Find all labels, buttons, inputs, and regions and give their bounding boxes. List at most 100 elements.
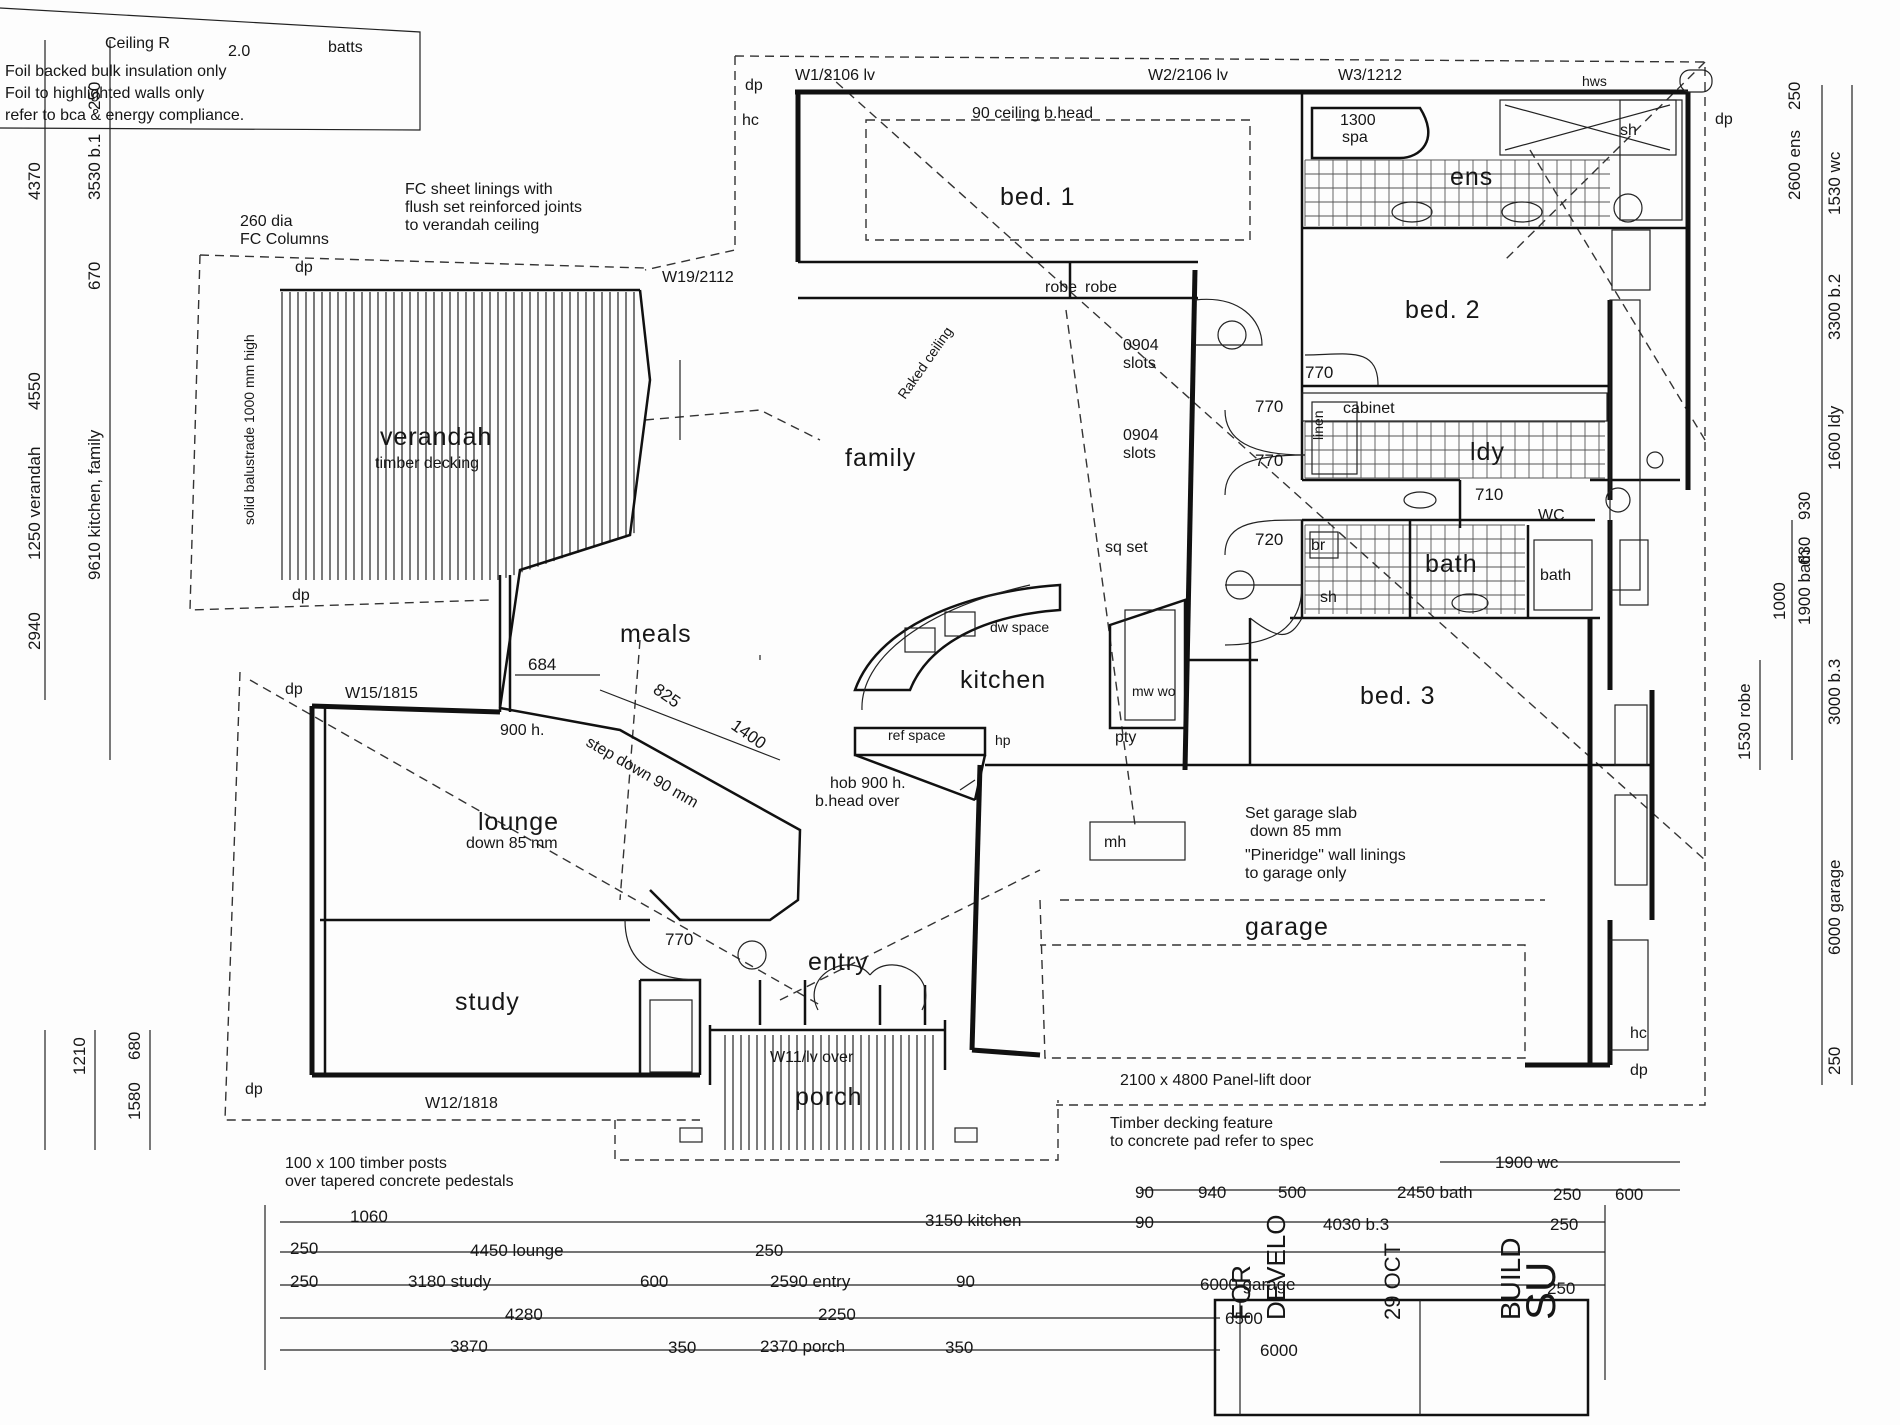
downpipe-7: dp xyxy=(1630,1062,1648,1079)
dim-2590-entry: 2590 entry xyxy=(770,1272,851,1291)
porch-decking-hatch xyxy=(724,1035,934,1150)
window-w11: W11/lv over xyxy=(770,1049,854,1066)
room-verandah: verandah xyxy=(380,423,492,451)
spa-size-label: 1300 xyxy=(1340,112,1376,129)
dim-3180-study: 3180 study xyxy=(408,1272,492,1291)
dim-l-1580: 1580 xyxy=(125,1082,144,1120)
dim-l-9610: 9610 kitchen, family xyxy=(85,429,104,580)
garage-note-4: to garage only xyxy=(1245,865,1346,882)
room-bed-2: bed. 2 xyxy=(1405,296,1481,324)
ceiling-bulkhead-note: 90 ceiling b.head xyxy=(972,105,1093,122)
window-w1: W1/2106 lv xyxy=(795,67,875,84)
dim-6000-garage: 6000 garage xyxy=(1200,1275,1295,1294)
window-w19: W19/2112 xyxy=(662,269,734,286)
dim-770-bed2: 770 xyxy=(1305,363,1333,382)
hot-water-system-label: hws xyxy=(1582,73,1607,89)
room-study: study xyxy=(455,988,520,1016)
dim-r-6000-garage: 6000 garage xyxy=(1825,860,1844,955)
kitchen-island xyxy=(853,583,1062,711)
dim-l-4370: 4370 xyxy=(25,162,44,200)
room-kitchen: kitchen xyxy=(960,666,1046,694)
window-w12: W12/1818 xyxy=(425,1095,498,1112)
lounge-level-note: down 85 mm xyxy=(466,835,558,852)
dim-770-linen-1: 770 xyxy=(1255,397,1283,416)
garage-note-1: Set garage slab xyxy=(1245,805,1357,822)
dim-600-a: 600 xyxy=(640,1272,668,1291)
downpipe-6: dp xyxy=(1715,111,1733,128)
posts-note-1: 100 x 100 timber posts xyxy=(285,1155,447,1172)
dim-r-250-b: 250 xyxy=(1825,1047,1844,1075)
dim-l-1250-verandah: 1250 verandah xyxy=(25,447,44,560)
ceiling-note-line1c: batts xyxy=(328,39,363,56)
square-set-note: sq set xyxy=(1105,539,1148,556)
dim-l-250: 250 xyxy=(85,82,104,110)
dim-2250: 2250 xyxy=(818,1305,856,1324)
microwave-oven-label: mw wo xyxy=(1132,683,1176,699)
dim-r-1000: 1000 xyxy=(1770,582,1789,620)
dimension-lines xyxy=(44,40,1853,1380)
dim-r-630: 630 xyxy=(1795,537,1814,565)
decking-note-1: Timber decking feature xyxy=(1110,1115,1273,1132)
window-w15: W15/1815 xyxy=(345,685,418,702)
dim-720: 720 xyxy=(1255,530,1283,549)
dim-l-4550: 4550 xyxy=(25,372,44,410)
roof-outline xyxy=(189,55,1706,1161)
title-block-devel: DEVELO xyxy=(1261,1215,1291,1321)
panel-lift-door-note: 2100 x 4800 Panel-lift door xyxy=(1120,1072,1312,1089)
hotplate-label: hp xyxy=(995,732,1011,748)
dim-r-930: 930 xyxy=(1795,492,1814,520)
room-garage: garage xyxy=(1245,913,1329,941)
ceiling-note-line2: Foil backed bulk insulation only xyxy=(5,63,226,80)
downpipe-5: dp xyxy=(745,77,763,94)
dim-l-2940: 2940 xyxy=(25,612,44,650)
dim-710: 710 xyxy=(1475,485,1503,504)
ensuite-shower-label: sh xyxy=(1620,122,1637,139)
garage-note-2: down 85 mm xyxy=(1250,823,1342,840)
dim-r-1530-robe: 1530 robe xyxy=(1735,683,1754,760)
dim-825: 825 xyxy=(650,680,684,712)
walls xyxy=(280,89,1691,1085)
room-bath: bath xyxy=(1425,550,1478,578)
dim-r-2600-ens: 2600 ens xyxy=(1785,130,1804,200)
dim-l-3530-b1: 3530 b.1 xyxy=(85,134,104,200)
dim-250-e: 250 xyxy=(1553,1185,1581,1204)
ceiling-note-line3: Foil to highlighted walls only xyxy=(5,85,204,102)
garage-note-3: "Pineridge" wall linings xyxy=(1245,847,1406,864)
dim-r-1530-wc: 1530 wc xyxy=(1825,151,1844,215)
dim-2450-bath: 2450 bath xyxy=(1397,1183,1473,1202)
dim-r-3300-b2: 3300 b.2 xyxy=(1825,274,1844,340)
fc-sheet-note-2: flush set reinforced joints xyxy=(405,199,582,216)
title-block xyxy=(1213,1298,1590,1417)
dim-250-f: 250 xyxy=(1550,1215,1578,1234)
dim-770-linen-2: 770 xyxy=(1255,451,1283,470)
title-block-for: FOR xyxy=(1226,1265,1256,1320)
balustrade-note: solid balustrade 1000 mm high xyxy=(241,334,257,525)
cabinet-label: cabinet xyxy=(1343,400,1395,417)
columns-note-2: FC Columns xyxy=(240,231,329,248)
robe-left: robe xyxy=(1045,279,1077,296)
dim-l-670: 670 xyxy=(85,262,104,290)
dim-l-1210: 1210 xyxy=(70,1037,89,1075)
height-900-note: 900 h. xyxy=(500,722,544,739)
dim-770-lounge: 770 xyxy=(665,930,693,949)
dim-250-d: 250 xyxy=(1547,1279,1575,1298)
slots-note-1a: 0904 xyxy=(1123,337,1159,354)
verandah-decking-note: timber decking xyxy=(375,455,479,472)
ensuite-fixtures xyxy=(1310,69,1713,613)
robe-right: robe xyxy=(1085,279,1117,296)
linen-label: linen xyxy=(1310,410,1326,440)
hose-cock-1: hc xyxy=(742,112,759,129)
fc-sheet-note-1: FC sheet linings with xyxy=(405,181,553,198)
verandah-decking-hatch xyxy=(281,292,635,580)
dim-350-a: 350 xyxy=(668,1338,696,1357)
room-lounge: lounge xyxy=(478,808,559,836)
room-entry: entry xyxy=(808,948,869,976)
dim-684: 684 xyxy=(528,655,556,674)
dim-1060: 1060 xyxy=(350,1207,388,1226)
manhole-label: mh xyxy=(1104,834,1126,851)
title-block-build: BUILD xyxy=(1495,1238,1526,1320)
dim-500: 500 xyxy=(1278,1183,1306,1202)
ceiling-note-line1a: Ceiling R xyxy=(105,35,170,52)
downpipe-2: dp xyxy=(292,587,310,604)
